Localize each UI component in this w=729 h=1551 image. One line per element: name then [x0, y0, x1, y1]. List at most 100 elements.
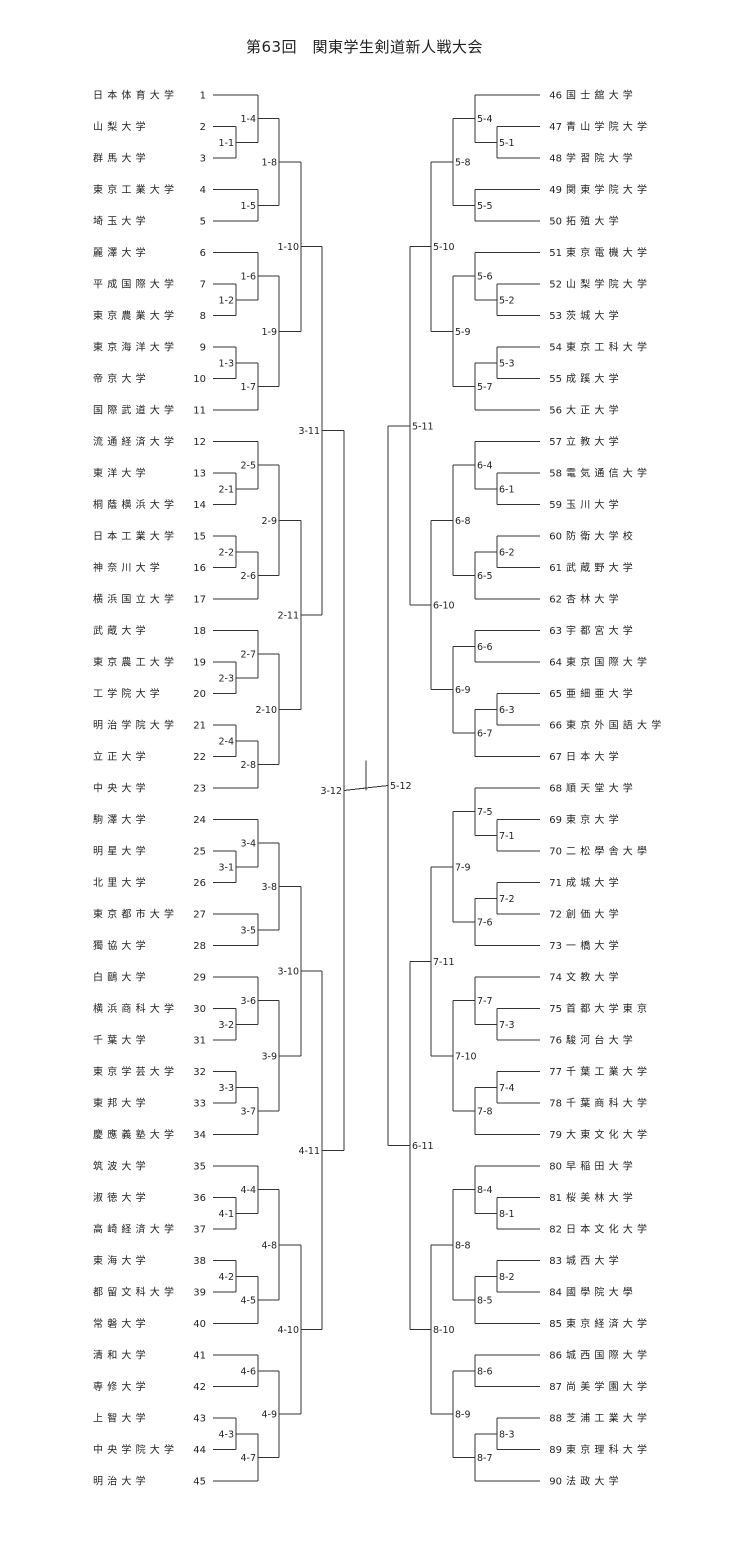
team-name: 平成国際大学	[93, 278, 178, 291]
team-number: 72	[549, 910, 562, 921]
team-number: 66	[549, 721, 562, 732]
team-name: 文教大学	[566, 971, 623, 984]
team-number: 47	[549, 122, 562, 133]
match-label: 3-4	[240, 839, 256, 850]
team-name: 日本体育大学	[93, 89, 178, 102]
team-number: 74	[549, 973, 562, 984]
match-label: 5-9	[455, 327, 471, 338]
match-label: 2-8	[240, 760, 256, 771]
team-name: 千葉工業大学	[566, 1065, 651, 1078]
team-number: 36	[193, 1193, 206, 1204]
match-label: 5-6	[477, 272, 493, 283]
match-label: 1-10	[277, 242, 299, 253]
team-number: 5	[200, 217, 206, 228]
team-number: 26	[193, 878, 206, 889]
match-label: 4-11	[298, 1146, 320, 1157]
team-name: 東邦大学	[93, 1097, 150, 1110]
team-name: 千葉商科大学	[566, 1097, 651, 1110]
team-number: 75	[549, 1004, 562, 1015]
team-number: 38	[193, 1256, 206, 1267]
match-label: 3-2	[218, 1020, 234, 1031]
team-number: 42	[193, 1382, 206, 1393]
match-label: 2-11	[277, 610, 299, 621]
team-number: 87	[549, 1382, 562, 1393]
team-number: 45	[193, 1477, 206, 1488]
team-name: 東京農業大学	[93, 309, 178, 322]
team-number: 77	[549, 1067, 562, 1078]
team-name: 上智大学	[93, 1412, 150, 1425]
match-label: 5-2	[499, 295, 515, 306]
team-number: 84	[549, 1288, 562, 1299]
match-label: 2-3	[218, 673, 234, 684]
team-number: 27	[193, 910, 206, 921]
match-label: 5-8	[455, 157, 471, 168]
team-number: 35	[193, 1162, 206, 1173]
team-number: 65	[549, 689, 562, 700]
team-number: 28	[193, 941, 206, 952]
match-label: 8-2	[499, 1272, 515, 1283]
team-name: 学習院大学	[566, 152, 637, 165]
team-number: 17	[193, 595, 206, 606]
team-name: 大東文化大学	[566, 1128, 651, 1141]
team-number: 73	[549, 941, 562, 952]
match-labels: 1-11-41-51-81-21-61-31-71-91-102-12-52-2…	[218, 114, 514, 1464]
team-name: 茨城大学	[566, 309, 623, 322]
team-name: 北里大学	[93, 876, 150, 889]
match-label: 8-1	[499, 1209, 515, 1220]
team-number: 10	[193, 374, 206, 385]
team-name: 中央学院大学	[93, 1443, 178, 1456]
match-label: 6-1	[499, 484, 515, 495]
match-label: 3-9	[261, 1051, 277, 1062]
team-name: 大正大学	[566, 404, 623, 417]
team-number: 40	[193, 1319, 206, 1330]
team-name: 東京経済大学	[566, 1317, 651, 1330]
team-number: 30	[193, 1004, 206, 1015]
match-label: 6-4	[477, 461, 493, 472]
team-number: 2	[200, 122, 206, 133]
match-label: 4-10	[277, 1325, 299, 1336]
match-label: 4-9	[261, 1410, 277, 1421]
team-name: 埼玉大学	[93, 215, 150, 228]
match-label: 3-3	[218, 1083, 234, 1094]
team-number: 29	[193, 973, 206, 984]
team-name: 桐蔭横浜大学	[93, 498, 178, 511]
match-label: 1-1	[218, 138, 234, 149]
team-name: 武蔵野大学	[566, 561, 637, 574]
match-label: 4-2	[218, 1272, 234, 1283]
team-name: 杏林大学	[566, 593, 623, 606]
team-name: 淑徳大学	[93, 1191, 150, 1204]
match-label: 7-5	[477, 807, 493, 818]
match-label: 7-11	[433, 957, 455, 968]
team-number: 63	[549, 626, 562, 637]
match-label: 5-4	[477, 114, 493, 125]
team-name: 清和大学	[93, 1349, 150, 1362]
team-number: 6	[200, 248, 206, 259]
match-label: 6-11	[412, 1141, 434, 1152]
match-label: 5-12	[390, 781, 412, 792]
team-name: 関東学院大学	[566, 183, 651, 196]
team-name: 東京都市大学	[93, 908, 178, 921]
team-number: 67	[549, 752, 562, 763]
team-name: 城西大学	[566, 1254, 623, 1267]
